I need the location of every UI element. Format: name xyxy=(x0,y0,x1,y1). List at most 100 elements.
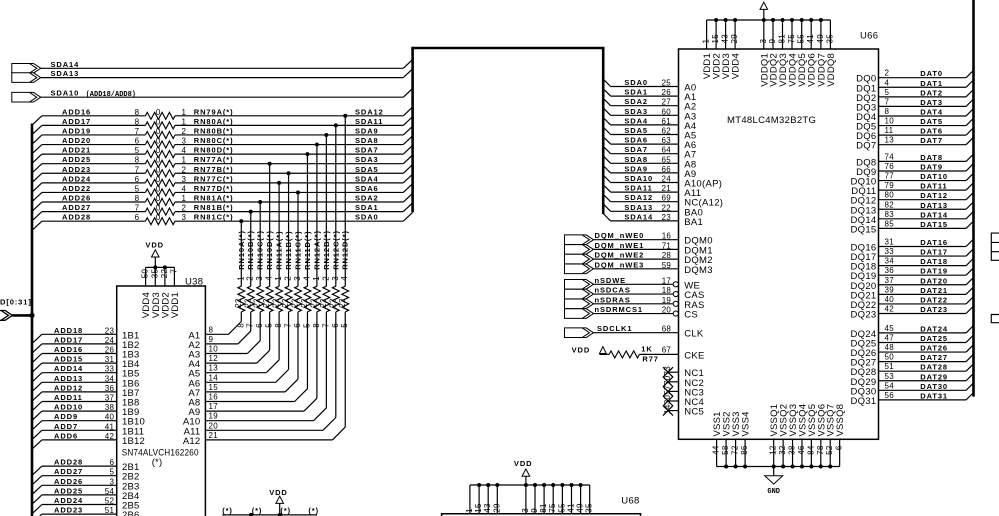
svg-text:VDDQ3: VDDQ3 xyxy=(778,53,789,87)
svg-text:DAT3: DAT3 xyxy=(920,98,943,107)
svg-text:DQ25: DQ25 xyxy=(850,338,876,349)
svg-text:VSSQ4: VSSQ4 xyxy=(797,404,808,437)
svg-text:65: 65 xyxy=(662,155,672,164)
svg-text:DAT21: DAT21 xyxy=(920,286,948,295)
svg-text:22: 22 xyxy=(234,298,243,308)
svg-text:A7: A7 xyxy=(684,150,696,161)
svg-text:(*): (*) xyxy=(152,457,163,468)
svg-text:1B8: 1B8 xyxy=(122,398,140,409)
svg-text:ADD26: ADD26 xyxy=(54,477,83,486)
svg-text:1B7: 1B7 xyxy=(122,388,140,399)
svg-text:A2: A2 xyxy=(188,340,200,351)
svg-text:5: 5 xyxy=(265,323,274,328)
svg-text:DQ21: DQ21 xyxy=(850,290,876,301)
svg-text:68: 68 xyxy=(662,325,672,334)
svg-text:10: 10 xyxy=(209,345,219,354)
svg-text:DQ2: DQ2 xyxy=(856,93,876,104)
svg-text:DAT0: DAT0 xyxy=(920,69,943,78)
svg-text:DQ27: DQ27 xyxy=(850,358,876,369)
svg-text:SDA4: SDA4 xyxy=(355,174,379,183)
svg-text:77: 77 xyxy=(885,172,895,181)
svg-text:43: 43 xyxy=(483,503,492,513)
svg-text:DAT29: DAT29 xyxy=(920,372,948,381)
svg-text:22: 22 xyxy=(291,298,300,308)
svg-text:VDD: VDD xyxy=(514,459,533,468)
svg-text:DAT22: DAT22 xyxy=(920,295,948,304)
svg-text:35: 35 xyxy=(150,269,159,279)
svg-text:SDA4: SDA4 xyxy=(624,116,648,125)
svg-text:8: 8 xyxy=(135,194,140,203)
svg-text:DAT10: DAT10 xyxy=(920,172,948,181)
svg-text:RN81A(*): RN81A(*) xyxy=(194,194,234,203)
svg-text:9: 9 xyxy=(768,39,777,44)
svg-text:A7: A7 xyxy=(188,388,200,399)
svg-text:5: 5 xyxy=(302,323,311,328)
svg-text:WE: WE xyxy=(684,280,700,291)
svg-text:61: 61 xyxy=(662,117,672,126)
svg-text:49: 49 xyxy=(816,34,825,44)
svg-text:2: 2 xyxy=(182,204,187,213)
svg-text:DAT15: DAT15 xyxy=(920,220,948,229)
svg-text:DQM_nWE0: DQM_nWE0 xyxy=(595,231,645,240)
svg-text:2: 2 xyxy=(885,69,890,78)
svg-text:SDA12: SDA12 xyxy=(624,193,653,202)
svg-text:83: 83 xyxy=(885,210,895,219)
svg-text:40: 40 xyxy=(105,413,115,422)
svg-text:22: 22 xyxy=(160,269,169,279)
svg-text:2B4: 2B4 xyxy=(122,491,140,502)
svg-text:U38: U38 xyxy=(185,276,203,287)
svg-text:9: 9 xyxy=(530,508,539,513)
svg-text:23: 23 xyxy=(105,326,115,335)
svg-text:0: 0 xyxy=(156,108,161,117)
svg-text:A4: A4 xyxy=(188,359,200,370)
svg-text:A10: A10 xyxy=(183,417,201,428)
svg-text:37: 37 xyxy=(105,394,115,403)
svg-text:74: 74 xyxy=(885,152,895,161)
svg-text:RN10A(*): RN10A(*) xyxy=(237,230,246,270)
svg-text:3: 3 xyxy=(521,508,530,513)
svg-text:DQ22: DQ22 xyxy=(850,300,876,311)
svg-text:RN80C(*): RN80C(*) xyxy=(194,136,234,145)
svg-text:ADD10: ADD10 xyxy=(54,403,83,412)
svg-text:VSS2: VSS2 xyxy=(722,411,733,436)
svg-text:VDD: VDD xyxy=(145,241,164,250)
svg-text:1: 1 xyxy=(465,508,474,513)
svg-text:8: 8 xyxy=(885,107,890,116)
svg-text:VDDQ2: VDDQ2 xyxy=(769,53,780,87)
svg-text:8: 8 xyxy=(312,323,321,328)
svg-text:ADD11: ADD11 xyxy=(54,393,83,402)
svg-text:ADD20: ADD20 xyxy=(62,136,91,145)
svg-text:ADD15: ADD15 xyxy=(54,355,83,364)
svg-text:DQ23: DQ23 xyxy=(850,309,876,320)
svg-text:81: 81 xyxy=(778,34,787,44)
svg-text:DAT20: DAT20 xyxy=(920,276,948,285)
svg-text:4: 4 xyxy=(885,78,890,87)
svg-text:16: 16 xyxy=(662,232,672,241)
svg-text:SDA10: SDA10 xyxy=(624,174,653,183)
svg-text:ADD18: ADD18 xyxy=(54,326,83,335)
svg-text:SDA6: SDA6 xyxy=(624,136,648,145)
svg-text:A11: A11 xyxy=(184,426,201,437)
svg-text:1: 1 xyxy=(312,276,321,281)
svg-text:22: 22 xyxy=(300,298,309,308)
svg-text:63: 63 xyxy=(662,136,672,145)
svg-text:(*): (*) xyxy=(280,506,291,515)
svg-text:50: 50 xyxy=(141,269,150,279)
svg-text:A4: A4 xyxy=(684,121,696,132)
svg-text:1K: 1K xyxy=(641,344,652,353)
svg-text:SDA7: SDA7 xyxy=(624,145,648,154)
svg-text:25: 25 xyxy=(662,79,672,88)
svg-text:0: 0 xyxy=(156,213,161,222)
svg-text:17: 17 xyxy=(209,402,219,411)
svg-text:DQM_nWE2: DQM_nWE2 xyxy=(595,251,645,260)
svg-text:0: 0 xyxy=(156,156,161,165)
svg-text:SDA12: SDA12 xyxy=(355,107,384,116)
svg-text:RN80B(*): RN80B(*) xyxy=(194,126,234,135)
svg-text:ADD26: ADD26 xyxy=(62,194,91,203)
svg-text:31: 31 xyxy=(885,238,895,247)
svg-text:DAT16: DAT16 xyxy=(920,238,948,247)
svg-text:22: 22 xyxy=(243,298,252,308)
svg-text:1B3: 1B3 xyxy=(122,350,140,361)
svg-text:22: 22 xyxy=(253,298,262,308)
svg-text:SDA2: SDA2 xyxy=(624,97,648,106)
